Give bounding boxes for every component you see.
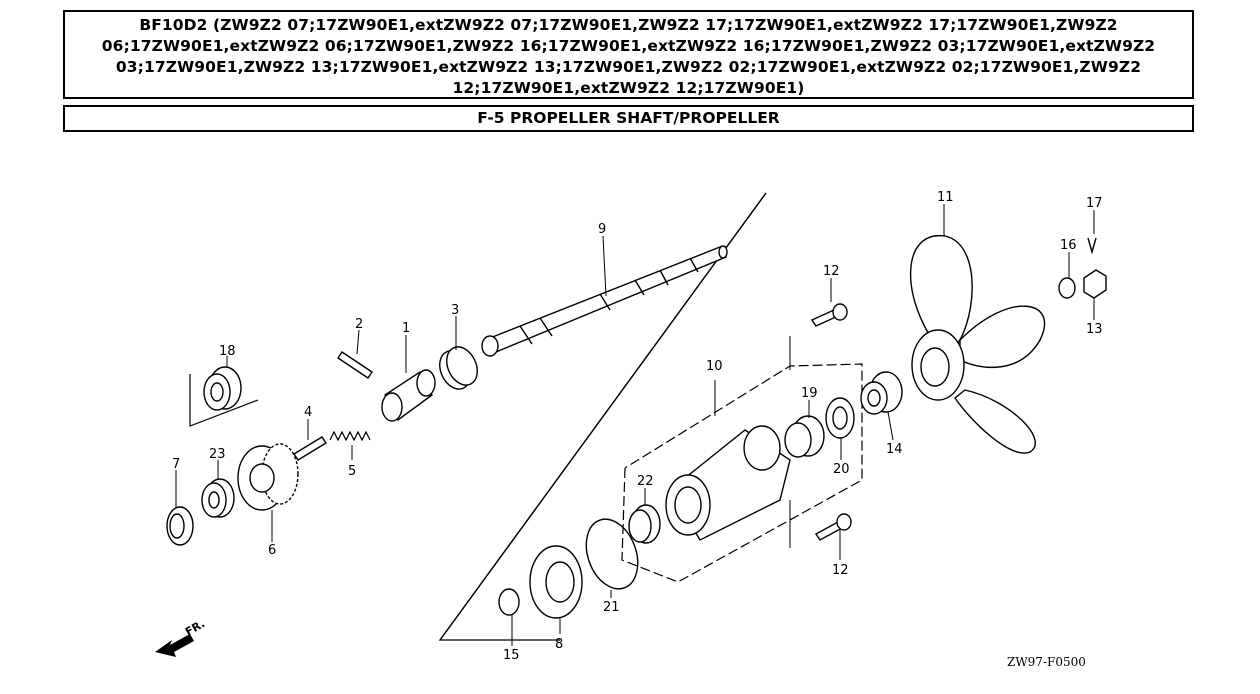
o-ring-part-21[interactable] [577, 512, 647, 596]
callout-20: 20 [833, 462, 850, 477]
drawing-code: ZW97-F0500 [1007, 655, 1086, 669]
gear-case-cap-part-10[interactable] [665, 425, 791, 541]
bearing-part-23[interactable] [201, 478, 235, 518]
callout-19: 19 [801, 386, 818, 401]
callout-4: 4 [304, 405, 312, 420]
bolt-part-12-upper[interactable] [810, 303, 848, 327]
cotter-pin-part-17[interactable] [1087, 237, 1097, 255]
callout-15: 15 [503, 648, 520, 663]
seal-part-20[interactable] [825, 397, 855, 439]
section-title: F-5 PROPELLER SHAFT/PROPELLER [477, 109, 780, 127]
callout-11: 11 [937, 190, 954, 205]
callout-9: 9 [598, 222, 606, 237]
model-header: BF10D2 (ZW9Z2 07;17ZW90E1,extZW9Z2 07;17… [63, 10, 1194, 99]
callout-6: 6 [268, 543, 276, 558]
washer-part-15[interactable] [498, 588, 520, 616]
callout-14: 14 [886, 442, 903, 457]
section-header: F-5 PROPELLER SHAFT/PROPELLER [63, 105, 1194, 132]
callout-3: 3 [451, 303, 459, 318]
callout-16: 16 [1060, 238, 1077, 253]
spring-part-5[interactable] [329, 430, 371, 442]
callout-7: 7 [172, 457, 180, 472]
gear-part-6[interactable] [237, 443, 299, 511]
callout-23: 23 [209, 447, 226, 462]
bolt-part-12-lower[interactable] [814, 513, 852, 541]
pin-part-4[interactable] [293, 436, 327, 461]
callout-12-upper: 12 [823, 264, 840, 279]
seal-part-7[interactable] [166, 506, 194, 546]
callout-21: 21 [603, 600, 620, 615]
model-line: BF10D2 (ZW9Z2 07;17ZW90E1,extZW9Z2 07;17… [101, 16, 1156, 97]
bearing-part-22[interactable] [628, 504, 661, 544]
pin-part-2[interactable] [337, 351, 373, 379]
callout-12-lower: 12 [832, 563, 849, 578]
callout-13: 13 [1086, 322, 1103, 337]
bevel-gear-part-8[interactable] [529, 545, 583, 619]
callout-17: 17 [1086, 196, 1103, 211]
callout-18: 18 [219, 344, 236, 359]
direction-label: FR. [183, 617, 207, 638]
nut-part-13[interactable] [1083, 269, 1107, 299]
callout-5: 5 [348, 464, 356, 479]
callout-22: 22 [637, 474, 654, 489]
callout-10: 10 [706, 359, 723, 374]
callout-8: 8 [555, 637, 563, 652]
clutch-part-1[interactable] [381, 369, 436, 422]
callout-2: 2 [355, 317, 363, 332]
washer-part-16[interactable] [1058, 277, 1076, 299]
front-direction-arrow-icon: FR. [155, 617, 207, 657]
bushing-part-14[interactable] [860, 371, 903, 415]
callout-1: 1 [402, 321, 410, 336]
bearing-part-18[interactable] [203, 366, 242, 411]
propeller-part-11[interactable] [909, 235, 1046, 454]
propeller-shaft-part-9[interactable] [481, 245, 728, 357]
needle-bearing-part-19[interactable] [784, 415, 825, 458]
ring-part-3[interactable] [434, 342, 483, 394]
